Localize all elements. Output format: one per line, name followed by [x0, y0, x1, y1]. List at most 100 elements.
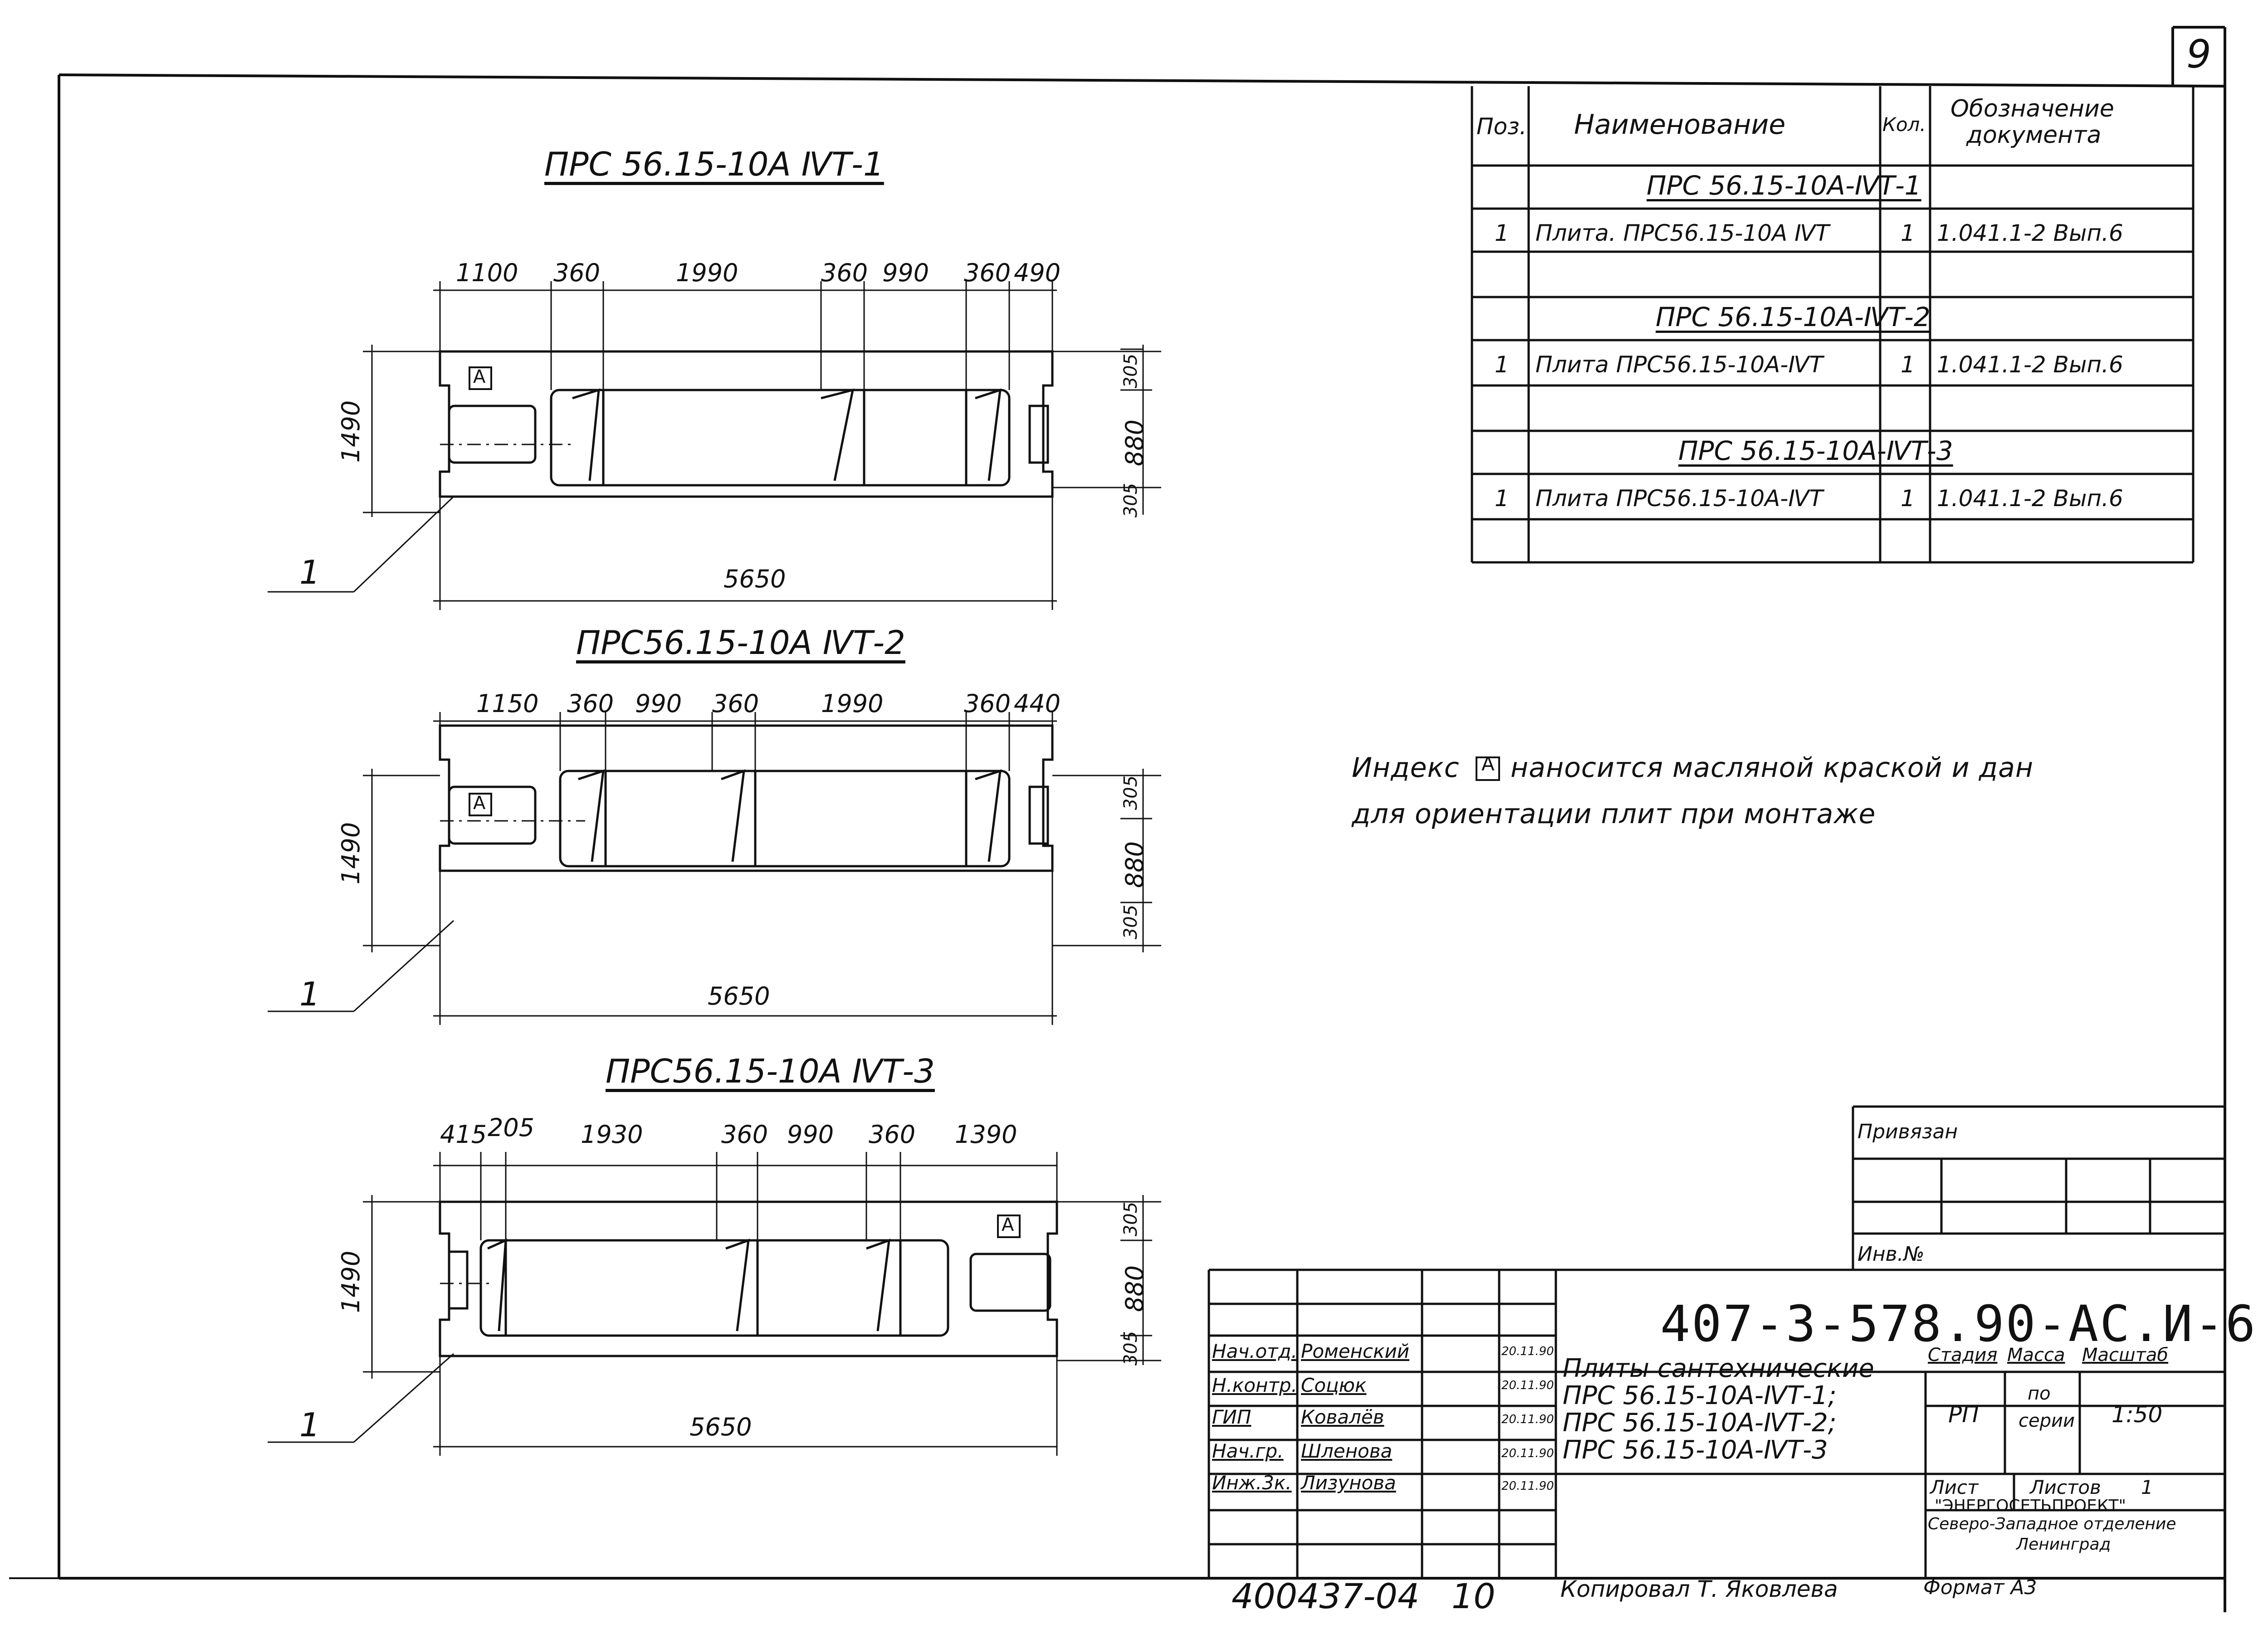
plate-1	[439, 350, 1054, 498]
plate-1-dim-right-1: 305	[1120, 353, 1142, 389]
mass-label: Масса	[2007, 1345, 2065, 1366]
plate-1-index-mark: А	[473, 366, 486, 387]
spec-header-qty: Кол.	[1882, 113, 1926, 136]
plate-3-dim-top-5: 990	[787, 1120, 834, 1149]
plate-1-dim-top-1: 1100	[456, 259, 518, 287]
plate-3-dim-top-4: 360	[721, 1120, 768, 1149]
format-label: Формат А3	[1923, 1576, 2037, 1599]
plate-1-dim-top-3: 1990	[676, 259, 738, 287]
spec-row-2-doc: 1.041.1-2 Вып.6	[1937, 351, 2123, 378]
plate-3-dim-right-1: 305	[1120, 1201, 1142, 1237]
sheets-label: Листов	[2030, 1476, 2101, 1498]
note-index-box	[1476, 756, 1500, 781]
staff-date-1: 20.11.90	[1501, 1345, 1554, 1358]
plate-2-dim-top-1: 1150	[476, 689, 539, 718]
doc-title-3: ПРС 56.15-10А-ⅣТ-2;	[1563, 1408, 1837, 1438]
note-line2: для ориентации плит при монтаже	[1352, 798, 1876, 830]
note-line1-start: Индекс	[1352, 752, 1460, 784]
doc-title-1: Плиты сантехнические	[1563, 1354, 1874, 1383]
plate-1-index-box	[469, 366, 492, 390]
staff-name-3: Ковалёв	[1301, 1406, 1384, 1428]
doc-title-2: ПРС 56.15-10А-ⅣТ-1;	[1563, 1381, 1837, 1410]
mass-value-2: серии	[2019, 1410, 2075, 1431]
sheet-number: 9	[2186, 32, 2211, 77]
plate-2-dim-left: 1490	[337, 822, 366, 885]
spec-group-3-title: ПРС 56.15-10А-ⅣТ-3	[1678, 435, 1953, 466]
plate-1-dim-top-4: 360	[821, 259, 868, 287]
spec-row-2-pos: 1	[1495, 351, 1509, 378]
staff-date-5: 20.11.90	[1501, 1479, 1554, 1493]
sheet-label: Лист	[1930, 1476, 1979, 1498]
staff-name-4: Шленова	[1301, 1440, 1393, 1462]
title-block-grid	[1207, 1268, 2225, 1578]
plate-2-index-box	[469, 793, 492, 816]
plate-3-dimensions	[268, 1152, 1161, 1456]
spec-row-3-qty: 1	[1901, 485, 1915, 512]
plate-3-dim-right-3: 305	[1120, 1331, 1142, 1366]
plate-2-dim-top-4: 360	[712, 689, 759, 718]
scale-label: Масштаб	[2082, 1345, 2169, 1366]
plate-1-dim-top-6: 360	[964, 259, 1011, 287]
note-index-mark: А	[1481, 753, 1495, 775]
mass-value-1: по	[2028, 1383, 2051, 1404]
scale-value: 1:50	[2112, 1401, 2163, 1428]
plate-3-index-mark: А	[1002, 1215, 1014, 1235]
plate-3-dim-top-2: 205	[488, 1113, 535, 1142]
plate-3-dim-top-1: 415	[440, 1120, 487, 1149]
spec-group-1-title: ПРС 56.15-10А-ⅣТ-1	[1647, 170, 1921, 201]
staff-role-5: Инж.3к.	[1212, 1472, 1292, 1494]
staff-role-4: Нач.гр.	[1212, 1440, 1284, 1462]
stage-label: Стадия	[1928, 1345, 1998, 1366]
staff-date-2: 20.11.90	[1501, 1379, 1554, 1392]
plate-1-title: ПРС 56.15-10А ⅣТ-1	[544, 145, 884, 183]
document-code: 407-3-578.90-АС.И-6	[1660, 1295, 2257, 1353]
plate-1-dim-left: 1490	[337, 400, 366, 463]
staff-role-3: ГИП	[1212, 1406, 1251, 1428]
plate-2-dim-right-1: 305	[1120, 775, 1142, 810]
org-line-3: Ленинград	[2016, 1535, 2111, 1554]
plate-2-dim-top-3: 990	[635, 689, 682, 718]
privyazan-label: Привязан	[1857, 1120, 1958, 1143]
staff-date-4: 20.11.90	[1501, 1447, 1554, 1460]
doc-title-4: ПРС 56.15-10А-ⅣТ-3	[1563, 1435, 1828, 1465]
plate-3-dim-top-6: 360	[869, 1120, 916, 1149]
spec-row-1-qty: 1	[1901, 220, 1915, 246]
staff-name-5: Лизунова	[1301, 1472, 1396, 1494]
staff-role-1: Нач.отд.	[1212, 1340, 1298, 1362]
staff-date-3: 20.11.90	[1501, 1413, 1554, 1426]
plate-1-callout: 1	[299, 553, 320, 591]
spec-row-3-name: Плита ПРС56.15-10А-ⅣТ	[1535, 485, 1823, 512]
staff-name-2: Соцюк	[1301, 1374, 1367, 1396]
stage-value: РП	[1948, 1401, 1979, 1428]
plate-2-dim-right-3: 305	[1120, 904, 1142, 940]
plate-2-dimensions	[268, 712, 1161, 1025]
spec-header-pos: Поз.	[1476, 113, 1527, 140]
plate-2-title: ПРС56.15-10А ⅣТ-2	[576, 624, 905, 662]
plate-1-dimensions	[268, 281, 1161, 610]
spec-row-2-name: Плита ПРС56.15-10А-ⅣТ	[1535, 351, 1823, 378]
staff-role-2: Н.контр.	[1212, 1374, 1297, 1396]
spec-header-doc-1: Обозначение	[1950, 95, 2114, 122]
spec-row-1-doc: 1.041.1-2 Вып.6	[1937, 220, 2123, 246]
plate-1-dim-right-3: 305	[1120, 483, 1142, 518]
plate-1-dim-top-5: 990	[882, 259, 929, 287]
inv-label: Инв.№	[1857, 1243, 1925, 1266]
sheets-value: 1	[2141, 1476, 2153, 1498]
plate-1-dim-right-2: 880	[1120, 419, 1149, 467]
spec-row-1-name: Плита. ПРС56.15-10А ⅣТ	[1535, 220, 1829, 246]
spec-row-3-doc: 1.041.1-2 Вып.6	[1937, 485, 2123, 512]
spec-header-name: Наименование	[1574, 109, 1786, 141]
plate-2-callout: 1	[299, 975, 320, 1013]
footer-page: 10	[1452, 1576, 1496, 1616]
spec-row-2-qty: 1	[1901, 351, 1915, 378]
spec-table-grid	[1471, 86, 2195, 564]
org-line-1: "ЭНЕРГОСЕТЬПРОЕКТ"	[1935, 1497, 2126, 1515]
copied-by: Копировал Т. Яковлева	[1560, 1576, 1838, 1602]
plate-2-dim-right-2: 880	[1120, 841, 1149, 888]
spec-group-2-title: ПРС 56.15-10А-ⅣТ-2	[1656, 302, 1931, 332]
plate-3-title: ПРС56.15-10А ⅣТ-3	[606, 1052, 935, 1090]
note-line1-end: наносится масляной краской и дан	[1510, 752, 2034, 784]
plate-3-dim-right-2: 880	[1120, 1265, 1149, 1312]
plate-3-callout: 1	[299, 1406, 320, 1444]
